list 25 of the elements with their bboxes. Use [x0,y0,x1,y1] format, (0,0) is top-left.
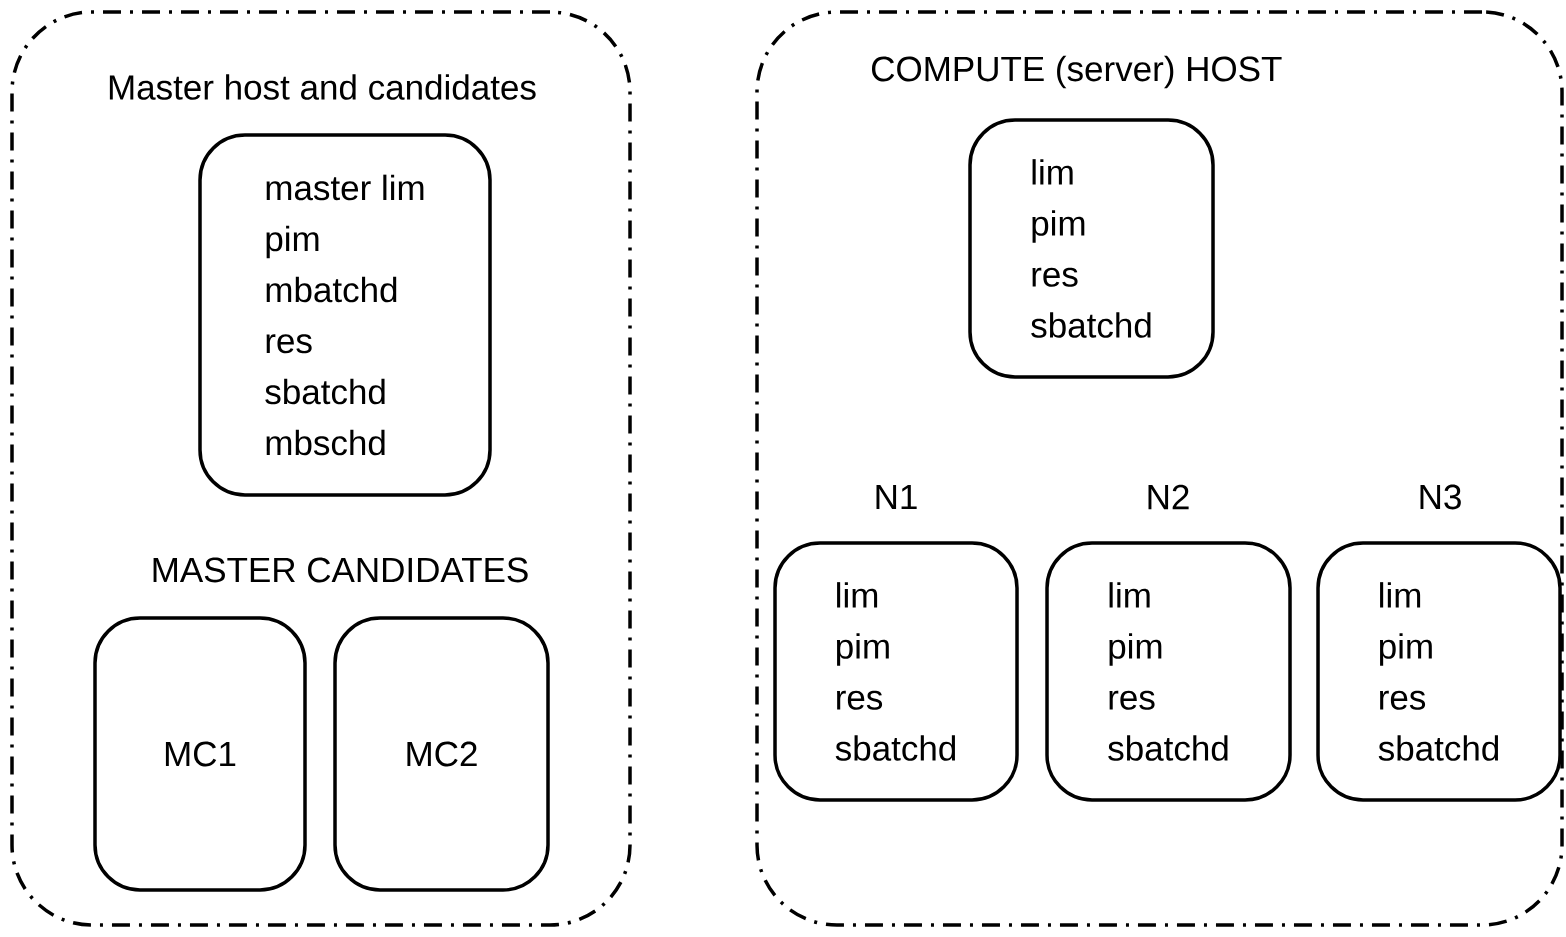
process-box: lim pim res sbatchd [1045,541,1292,802]
process-box: master lim pim mbatchd res sbatchd mbschd [198,133,492,497]
process-box: lim pim res sbatchd [968,118,1215,379]
node-label: lim [1380,582,1421,608]
process-box: lim pim res sbatchd [773,541,1019,802]
node-label: lim [837,582,878,608]
node-label: res [1380,690,1426,710]
node-label: sbatchd [1108,735,1228,761]
heading: N1 [876,484,917,510]
process-box: MC2 [333,616,550,892]
node-label: pim [836,633,889,666]
heading: N3 [1420,484,1461,510]
heading: Master host and candidates [109,74,536,100]
node-label: res [1109,690,1155,710]
node-label: pim [1109,633,1162,666]
node-label: sbatchd [835,735,956,761]
process-box: MC1 [93,616,307,892]
node-label: res [837,690,883,710]
section-label: MASTER CANDIDATES [153,557,528,583]
process-box: lim pim res sbatchd [1316,541,1562,802]
node-label: pim [1379,633,1432,666]
heading: COMPUTE (server) HOST [872,55,1282,89]
heading: N2 [1148,484,1189,510]
node-label: sbatchd [1378,735,1499,761]
node-label: lim [1109,582,1150,608]
